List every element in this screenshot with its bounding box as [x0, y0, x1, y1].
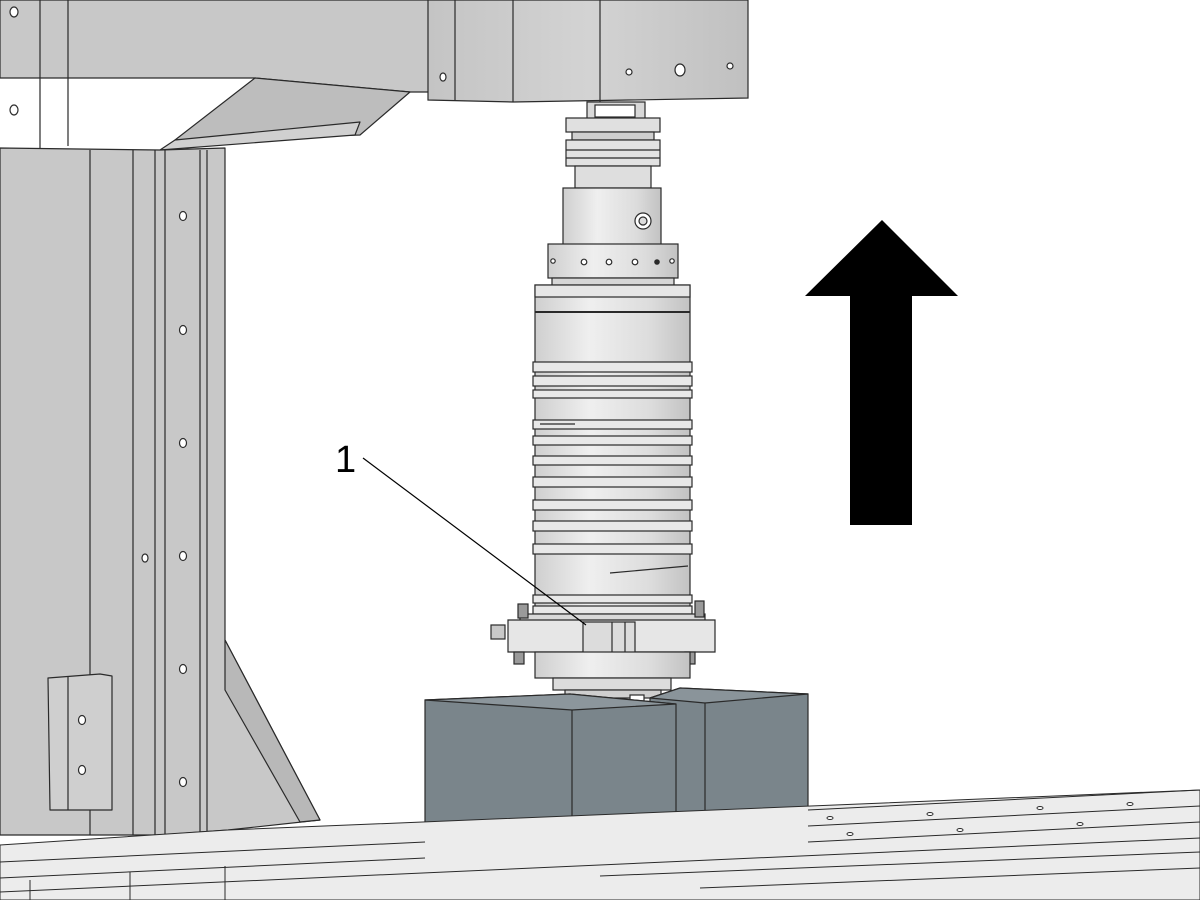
up-arrow-icon: [805, 220, 958, 525]
callout-leader-line: [362, 457, 587, 626]
frame-top-beam: [0, 0, 441, 93]
spindle-head: [427, 0, 749, 103]
frame-switch-box: [47, 673, 113, 811]
machine-table: [0, 789, 1200, 900]
machine-frame: [0, 0, 441, 836]
spindle-assembly: [490, 101, 716, 704]
callout-number: 1: [335, 439, 356, 481]
